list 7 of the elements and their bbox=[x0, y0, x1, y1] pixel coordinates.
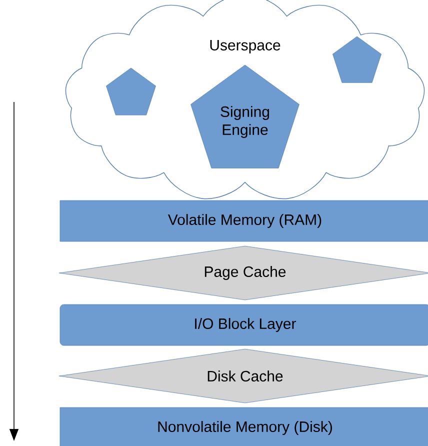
layer-bar: Nonvolatile Memory (Disk) bbox=[60, 407, 428, 446]
pentagon-shape bbox=[332, 36, 382, 83]
pentagon-shape bbox=[106, 68, 156, 116]
layer-bar: I/O Block Layer bbox=[60, 304, 428, 346]
layer-bar: Volatile Memory (RAM) bbox=[60, 200, 428, 242]
cache-band: Page Cache bbox=[58, 246, 428, 300]
cache-band: Disk Cache bbox=[58, 348, 428, 404]
